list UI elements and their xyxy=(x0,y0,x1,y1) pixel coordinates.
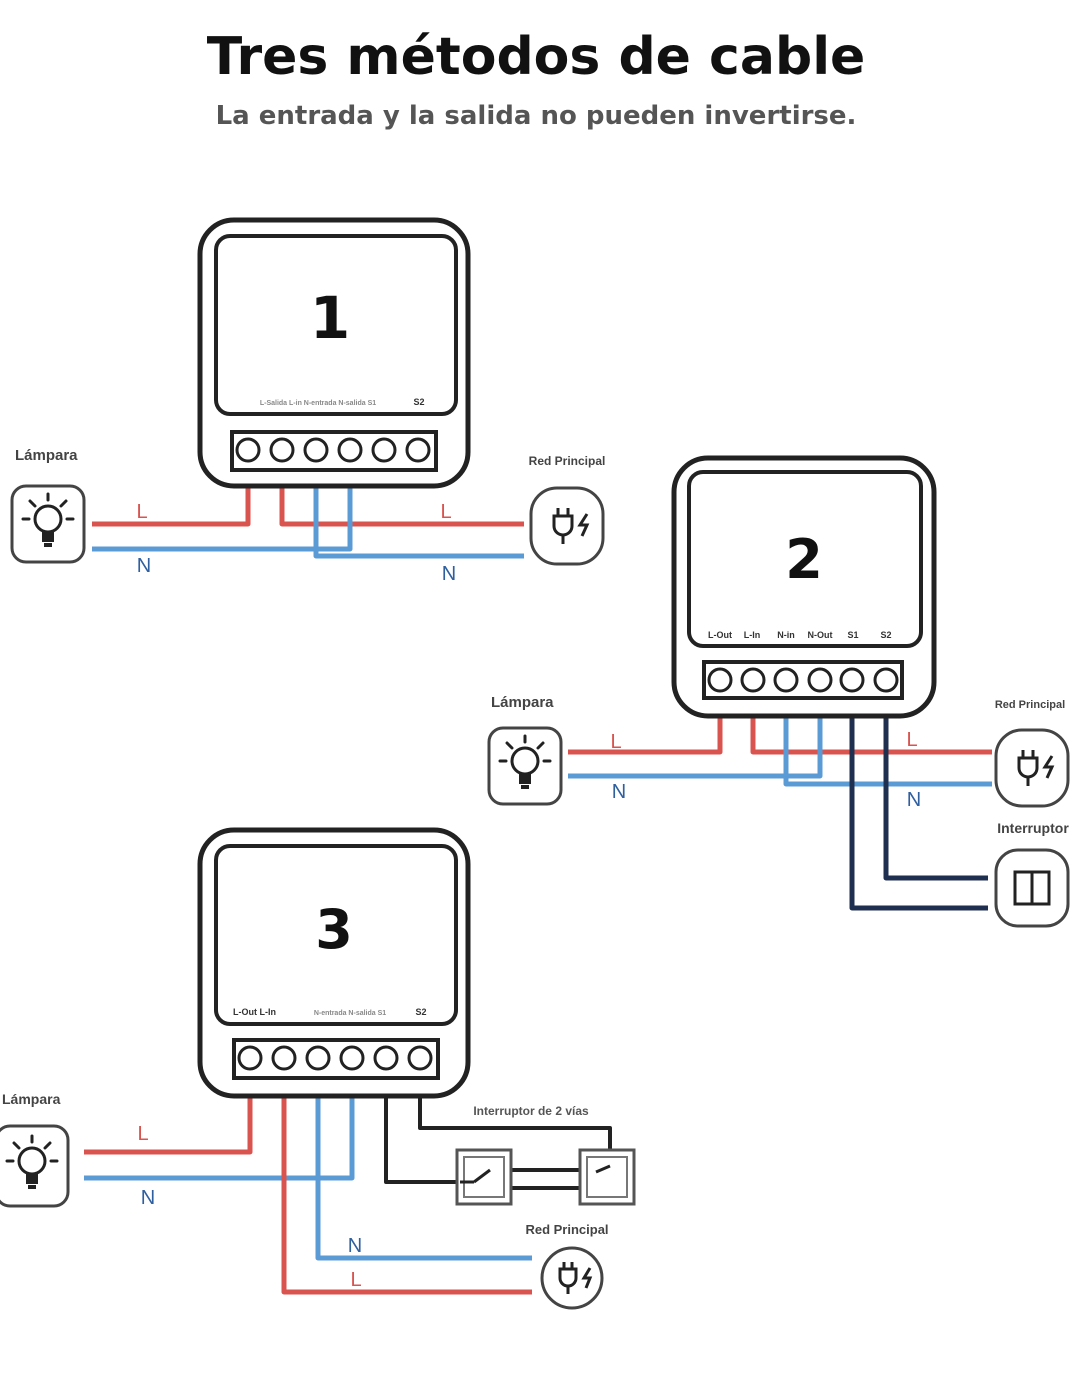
two-way-switch-b-icon xyxy=(578,1148,636,1206)
terminal-label-n-out: N-Out xyxy=(808,630,833,640)
mains-label: Red Principal xyxy=(995,699,1065,711)
diagram-number: 1 xyxy=(310,284,350,352)
wire-switch-s1 xyxy=(849,680,988,911)
lamp-icon xyxy=(10,484,86,564)
terminal-screws xyxy=(237,1045,433,1071)
wire-label-l-left: L xyxy=(136,501,147,523)
terminal-screws xyxy=(707,667,899,693)
power-plug-icon xyxy=(540,1246,604,1310)
wire-label-l-bottom: L xyxy=(350,1269,361,1291)
page-title: Tres métodos de cable xyxy=(207,27,866,87)
wall-switch-icon xyxy=(994,848,1070,928)
wire-switch-s2 xyxy=(883,680,988,881)
wire-label-n-bottom: N xyxy=(348,1235,362,1257)
terminal-label-n-in: N-in xyxy=(777,630,795,640)
two-way-switch-label: Interruptor de 2 vías xyxy=(473,1104,589,1118)
wire-label-n-right: N xyxy=(442,563,456,585)
switch-label: Interruptor xyxy=(997,820,1069,836)
relay-module-3: 3 L-Out L-In N-entrada N-salida S1 S2 xyxy=(197,827,471,1099)
terminal-label-s2: S2 xyxy=(415,1007,426,1017)
diagram-2: 2 L-Out L-In N-in N-Out S1 S2 Lámpara xyxy=(487,455,1070,928)
relay-module-1: 1 L-Salida L-in N-entrada N-salida S1 S2 xyxy=(197,217,471,489)
power-plug-icon xyxy=(994,728,1070,808)
power-plug-icon xyxy=(529,486,605,566)
diagram-number: 2 xyxy=(785,528,823,591)
terminal-label-s2: S2 xyxy=(880,630,891,640)
wire-label-n-right: N xyxy=(907,789,921,811)
terminal-label-s2: S2 xyxy=(413,397,424,407)
wire-label-l-left: L xyxy=(610,731,621,753)
terminal-labels: L-Salida L-in N-entrada N-salida S1 xyxy=(260,400,376,407)
diagram-3: 3 L-Out L-In N-entrada N-salida S1 S2 Lá… xyxy=(0,827,636,1310)
lamp-label: Lámpara xyxy=(2,1091,61,1107)
terminal-labels-bold: L-Out L-In xyxy=(233,1007,276,1017)
wire-label-n-left: N xyxy=(141,1187,155,1209)
terminal-labels: N-entrada N-salida S1 xyxy=(314,1010,386,1017)
relay-module-2: 2 L-Out L-In N-in N-Out S1 S2 xyxy=(671,455,937,719)
lamp-icon xyxy=(487,726,563,806)
diagram-number: 3 xyxy=(315,898,353,961)
terminal-label-l-in: L-In xyxy=(744,630,761,640)
terminal-screws xyxy=(235,437,431,463)
wire-switch-s1 xyxy=(384,1058,460,1184)
wire-neutral-mains xyxy=(315,1058,532,1261)
mains-label: Red Principal xyxy=(529,454,606,468)
wire-live-mains xyxy=(281,1058,532,1295)
page-subtitle: La entrada y la salida no pueden inverti… xyxy=(216,101,857,131)
lamp-label: Lámpara xyxy=(491,694,554,711)
lamp-icon xyxy=(0,1124,70,1208)
wire-label-l-left: L xyxy=(137,1123,148,1145)
terminal-label-l-out: L-Out xyxy=(708,630,732,640)
wire-label-l-right: L xyxy=(440,501,451,523)
wire-label-n-left: N xyxy=(612,781,626,803)
wire-label-n-left: N xyxy=(137,555,151,577)
terminal-label-s1: S1 xyxy=(847,630,858,640)
two-way-switch-a-icon xyxy=(455,1148,513,1206)
wire-label-l-right: L xyxy=(906,729,917,751)
lamp-label: Lámpara xyxy=(15,447,78,464)
mains-label: Red Principal xyxy=(525,1222,608,1237)
diagram-1: 1 L-Salida L-in N-entrada N-salida S1 S2… xyxy=(10,217,606,585)
